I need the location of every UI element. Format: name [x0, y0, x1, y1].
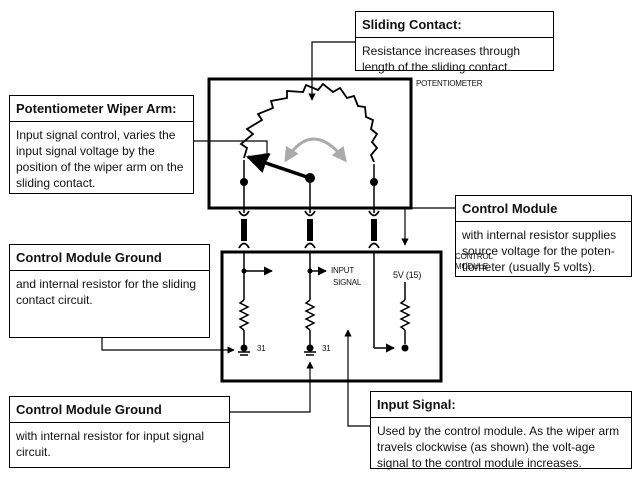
- callout-sliding-contact: Sliding Contact: Resistance increases th…: [355, 11, 554, 74]
- callout-body: Input signal control, varies the input s…: [16, 128, 184, 190]
- callout-body: Resistance increases through length of t…: [362, 44, 521, 74]
- callout-body: with internal resistor supplies source v…: [462, 228, 617, 274]
- wiper-travel-arc: [284, 137, 347, 163]
- callout-title: Potentiometer Wiper Arm:: [10, 96, 193, 122]
- wiper-arm: [246, 153, 311, 180]
- callout-control-module: Control Module with internal resistor su…: [455, 195, 632, 277]
- label-signal: SIGNAL: [333, 278, 362, 287]
- terminal-left: [240, 178, 248, 186]
- leader-lines: [101, 41, 456, 427]
- callout-title: Control Module: [456, 196, 631, 222]
- callout-title: Sliding Contact:: [356, 12, 553, 38]
- input-signal-circuit: [304, 252, 327, 356]
- label-potentiometer: POTENTIOMETER: [416, 79, 483, 88]
- label-5v: 5V (15): [393, 270, 422, 280]
- callout-cm-ground-1: Control Module Ground and internal resis…: [9, 244, 210, 338]
- ground-terminal-left: [240, 344, 248, 352]
- callout-wiper-arm: Potentiometer Wiper Arm: Input signal co…: [9, 95, 194, 194]
- callout-body: Used by the control module. As the wiper…: [377, 424, 620, 470]
- terminal-right: [370, 178, 378, 186]
- callout-title: Input Signal:: [371, 392, 631, 418]
- supply-circuit: [373, 252, 411, 353]
- ground-terminal-mid: [306, 344, 314, 352]
- callout-body: with internal resistor for input signal …: [16, 429, 205, 459]
- wire-harness: [238, 183, 380, 249]
- callout-input-signal: Input Signal: Used by the control module…: [370, 391, 632, 470]
- label-ground-left: 31: [257, 344, 266, 353]
- supply-terminal: [401, 344, 409, 352]
- callout-body: and internal resistor for the sliding co…: [16, 277, 197, 307]
- sliding-contact-resistor: [239, 82, 379, 163]
- label-module: MODULE: [455, 262, 489, 271]
- label-ground-mid: 31: [322, 344, 331, 353]
- label-input: INPUT: [331, 266, 355, 275]
- callout-title: Control Module Ground: [10, 245, 209, 271]
- wiper-pivot: [305, 173, 315, 183]
- label-control: CONTROL: [455, 252, 493, 261]
- callout-cm-ground-2: Control Module Ground with internal resi…: [9, 396, 230, 468]
- callout-title: Control Module Ground: [10, 397, 229, 423]
- control-module-box: [220, 250, 443, 383]
- left-ground-circuit: [238, 252, 273, 356]
